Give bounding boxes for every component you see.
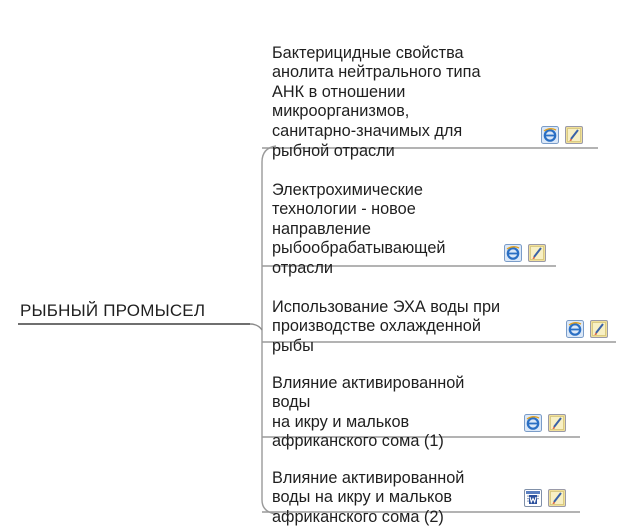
topic-icons — [524, 414, 566, 432]
ie-link-icon[interactable] — [524, 414, 542, 432]
topic-icons — [524, 489, 566, 507]
root-topic-label: РЫБНЫЙ ПРОМЫСЕЛ — [20, 301, 206, 320]
ie-link-icon[interactable] — [566, 320, 584, 338]
topic-text: Использование ЭХА воды при производстве … — [272, 297, 501, 355]
note-icon[interactable] — [528, 244, 546, 262]
topic-text: Бактерицидные свойства анолита нейтральн… — [272, 43, 481, 160]
topic-activated-water-catfish-1[interactable]: Влияние активированной воды на икру и ма… — [272, 354, 464, 452]
topic-icons — [566, 320, 608, 338]
topic-text: Электрохимические технологии - новое нап… — [272, 180, 446, 277]
topic-text: Влияние активированной воды на икру и ма… — [272, 373, 465, 451]
note-icon[interactable] — [590, 320, 608, 338]
note-icon[interactable] — [548, 414, 566, 432]
topic-icons — [504, 244, 546, 262]
note-icon[interactable] — [548, 489, 566, 507]
ie-link-icon[interactable] — [541, 126, 559, 144]
topic-icons — [541, 126, 583, 144]
topic-electrochemical-technologies[interactable]: Электрохимические технологии - новое нап… — [272, 161, 446, 279]
note-icon[interactable] — [565, 126, 583, 144]
topic-eha-water-chilled-fish[interactable]: Использование ЭХА воды при производстве … — [272, 278, 500, 356]
word-doc-icon[interactable] — [524, 489, 542, 507]
ie-link-icon[interactable] — [504, 244, 522, 262]
topic-text: Влияние активированной воды на икру и ма… — [272, 468, 465, 526]
root-connector — [249, 323, 263, 331]
topic-activated-water-catfish-2[interactable]: Влияние активированной воды на икру и ма… — [272, 449, 464, 527]
topic-bactericidal-properties[interactable]: Бактерицидные свойства анолита нейтральн… — [272, 24, 481, 161]
root-topic[interactable]: РЫБНЫЙ ПРОМЫСЕЛ — [20, 300, 246, 322]
